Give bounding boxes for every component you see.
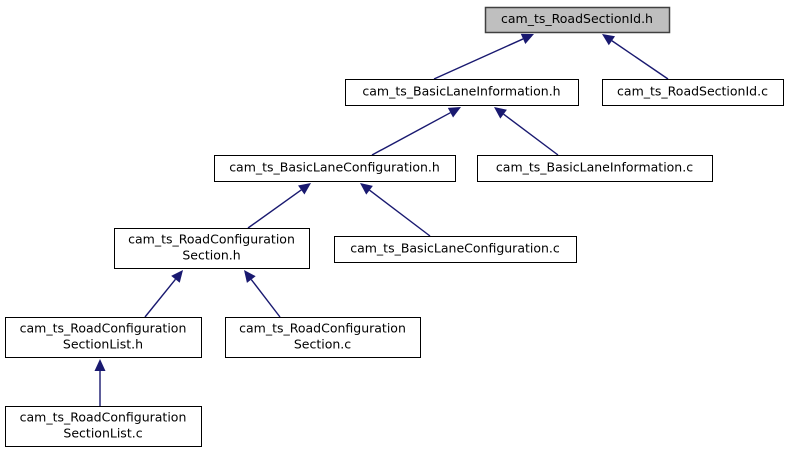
edge-arrowhead (447, 107, 461, 118)
edge-line (144, 278, 176, 318)
edge-arrowhead (494, 107, 507, 119)
node-label-line: cam_ts_BasicLaneConfiguration.c (350, 241, 560, 256)
node-label-line: SectionList.c (63, 426, 142, 441)
node-cam-ts-basiclaneinformation-c[interactable]: cam_ts_BasicLaneInformation.c (477, 155, 713, 182)
node-cam-ts-basiclaneconfiguration-h[interactable]: cam_ts_BasicLaneConfiguration.h (214, 155, 456, 182)
edge-n2-to-n0 (602, 34, 669, 80)
edge-arrowhead (171, 270, 183, 283)
node-box[interactable] (5, 406, 202, 447)
node-label-line: cam_ts_BasicLaneInformation.c (496, 160, 693, 175)
node-box[interactable] (214, 155, 456, 182)
node-label-line: cam_ts_RoadConfiguration (239, 321, 406, 336)
edge-n9-to-n7 (94, 359, 106, 406)
node-label-line: Section.h (182, 248, 240, 263)
node-cam-ts-basiclaneconfiguration-c[interactable]: cam_ts_BasicLaneConfiguration.c (334, 236, 577, 263)
edge-line (433, 38, 524, 80)
edge-arrowhead (602, 34, 616, 46)
edge-n7-to-n5 (144, 270, 183, 318)
node-label-line: cam_ts_RoadSectionId.h (501, 11, 653, 26)
edge-line (250, 279, 281, 318)
node-label-line: Section.c (294, 337, 351, 352)
edge-arrowhead (360, 183, 373, 195)
edge-n3-to-n1 (371, 107, 461, 156)
edge-line (247, 189, 302, 229)
node-box[interactable] (345, 79, 579, 106)
nodes-layer: cam_ts_RoadSectionId.h cam_ts_BasicLaneIn… (5, 6, 784, 447)
edge-line (503, 113, 559, 156)
node-box[interactable] (334, 236, 577, 263)
edge-line (611, 40, 669, 80)
node-label-line: cam_ts_BasicLaneConfiguration.h (229, 160, 440, 175)
node-box[interactable] (5, 317, 202, 358)
edge-arrowhead (94, 359, 106, 371)
edge-n4-to-n1 (494, 107, 559, 156)
node-cam-ts-roadsectionid-h[interactable]: cam_ts_RoadSectionId.h (484, 6, 671, 34)
node-label-line: cam_ts_BasicLaneInformation.h (362, 84, 560, 99)
node-box[interactable] (114, 228, 310, 269)
edge-arrowhead (520, 33, 534, 44)
node-box[interactable] (602, 79, 784, 106)
node-label-line: cam_ts_RoadConfiguration (20, 410, 187, 425)
edge-n1-to-n0 (433, 33, 534, 80)
edge-arrowhead (244, 270, 256, 283)
node-box[interactable] (225, 317, 421, 358)
node-cam-ts-roadsectionid-c[interactable]: cam_ts_RoadSectionId.c (602, 79, 784, 106)
node-box[interactable] (477, 155, 713, 182)
edge-arrowhead (298, 183, 311, 195)
edge-n5-to-n3 (247, 183, 311, 229)
node-label-line: cam_ts_RoadConfiguration (20, 321, 187, 336)
edge-line (371, 112, 451, 156)
edge-line (369, 189, 431, 237)
node-label-line: cam_ts_RoadSectionId.c (617, 84, 768, 99)
node-cam-ts-basiclaneinformation-h[interactable]: cam_ts_BasicLaneInformation.h (345, 79, 579, 106)
node-label-line: SectionList.h (63, 337, 143, 352)
edge-n8-to-n5 (244, 270, 281, 318)
edge-n6-to-n3 (360, 183, 431, 237)
edges-layer (94, 33, 669, 406)
node-box[interactable] (484, 6, 671, 34)
node-label-line: cam_ts_RoadConfiguration (128, 232, 295, 247)
